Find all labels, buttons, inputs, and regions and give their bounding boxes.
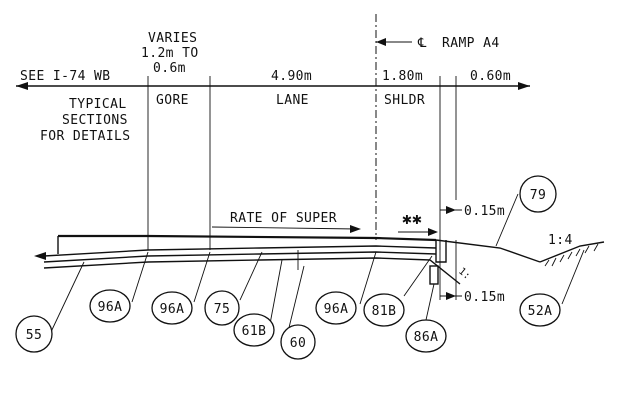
callout-60: 60 xyxy=(280,265,316,360)
callout-79-label: 79 xyxy=(530,188,546,203)
callout-96a-2: 96A xyxy=(151,251,211,325)
callout-96a-3: 96A xyxy=(315,251,377,325)
callout-60-label: 60 xyxy=(290,336,306,351)
dim-arrow-left xyxy=(16,82,28,90)
see-reference-label: SEE I-74 WB xyxy=(20,69,111,84)
callout-96a-1: 96A xyxy=(89,251,149,323)
callout-81b: 81B xyxy=(363,255,433,327)
centerline-arrowhead xyxy=(376,38,386,46)
bottom-offset-arrow xyxy=(446,292,456,300)
backslope-line xyxy=(539,241,605,263)
callout-61b: 61B xyxy=(233,259,283,347)
base-layer-top xyxy=(43,245,437,257)
curb-block xyxy=(435,240,447,263)
varies-range-label: 1.2m TO xyxy=(141,46,199,61)
callout-86a: 86A xyxy=(405,283,447,353)
callout-96a-2-label: 96A xyxy=(160,302,185,317)
varies-label: VARIES xyxy=(148,31,197,46)
callout-96a-3-label: 96A xyxy=(324,302,349,317)
callout-75: 75 xyxy=(204,251,263,326)
callout-75-label: 75 xyxy=(214,302,230,317)
ground-hatching xyxy=(544,243,599,267)
callout-86a-label: 86A xyxy=(414,330,439,345)
callout-52a-label: 52A xyxy=(528,304,553,319)
underdrain-mark: 1: xyxy=(456,266,472,282)
dim-arrow-right xyxy=(518,82,530,90)
callout-52a: 52A xyxy=(519,249,585,327)
stars-arrowhead xyxy=(428,228,438,236)
left-break-arrow xyxy=(34,252,46,260)
sections-label: SECTIONS xyxy=(62,113,128,128)
callout-81b-label: 81B xyxy=(372,304,397,319)
shoulder-label: SHLDR xyxy=(384,93,425,108)
notes-stars: ✱✱ xyxy=(402,209,422,228)
typical-label: TYPICAL xyxy=(69,97,127,112)
top-offset-arrow xyxy=(446,206,456,214)
centerline-label: RAMP A4 xyxy=(442,36,500,51)
foreslope-line xyxy=(435,239,541,263)
super-arrowhead xyxy=(350,225,361,233)
rate-of-super-label: RATE OF SUPER xyxy=(230,211,337,226)
bottom-offset-dim: 0.15m xyxy=(464,290,505,305)
pavement-surface xyxy=(58,234,437,242)
right-width-dim: 0.60m xyxy=(470,69,511,84)
callout-55: 55 xyxy=(15,261,85,353)
base-layer-mid xyxy=(43,251,437,263)
centerline-symbol: ℄ xyxy=(417,36,427,51)
gore-label: GORE xyxy=(156,93,189,108)
for-details-label: FOR DETAILS xyxy=(40,129,131,144)
top-offset-dim: 0.15m xyxy=(464,204,505,219)
callout-61b-label: 61B xyxy=(242,324,267,339)
slope-ratio-label: 1:4 xyxy=(548,233,573,248)
drain-pipe xyxy=(429,265,439,285)
callout-79: 79 xyxy=(495,175,557,247)
varies-min-label: 0.6m xyxy=(153,61,186,76)
shoulder-width-dim: 1.80m xyxy=(382,69,423,84)
lane-width-dim: 4.90m xyxy=(271,69,312,84)
callout-96a-1-label: 96A xyxy=(98,300,123,315)
super-arrow-line xyxy=(211,226,358,230)
subbase-bottom xyxy=(43,257,461,285)
callout-55-label: 55 xyxy=(26,328,42,343)
lane-label: LANE xyxy=(276,93,309,108)
